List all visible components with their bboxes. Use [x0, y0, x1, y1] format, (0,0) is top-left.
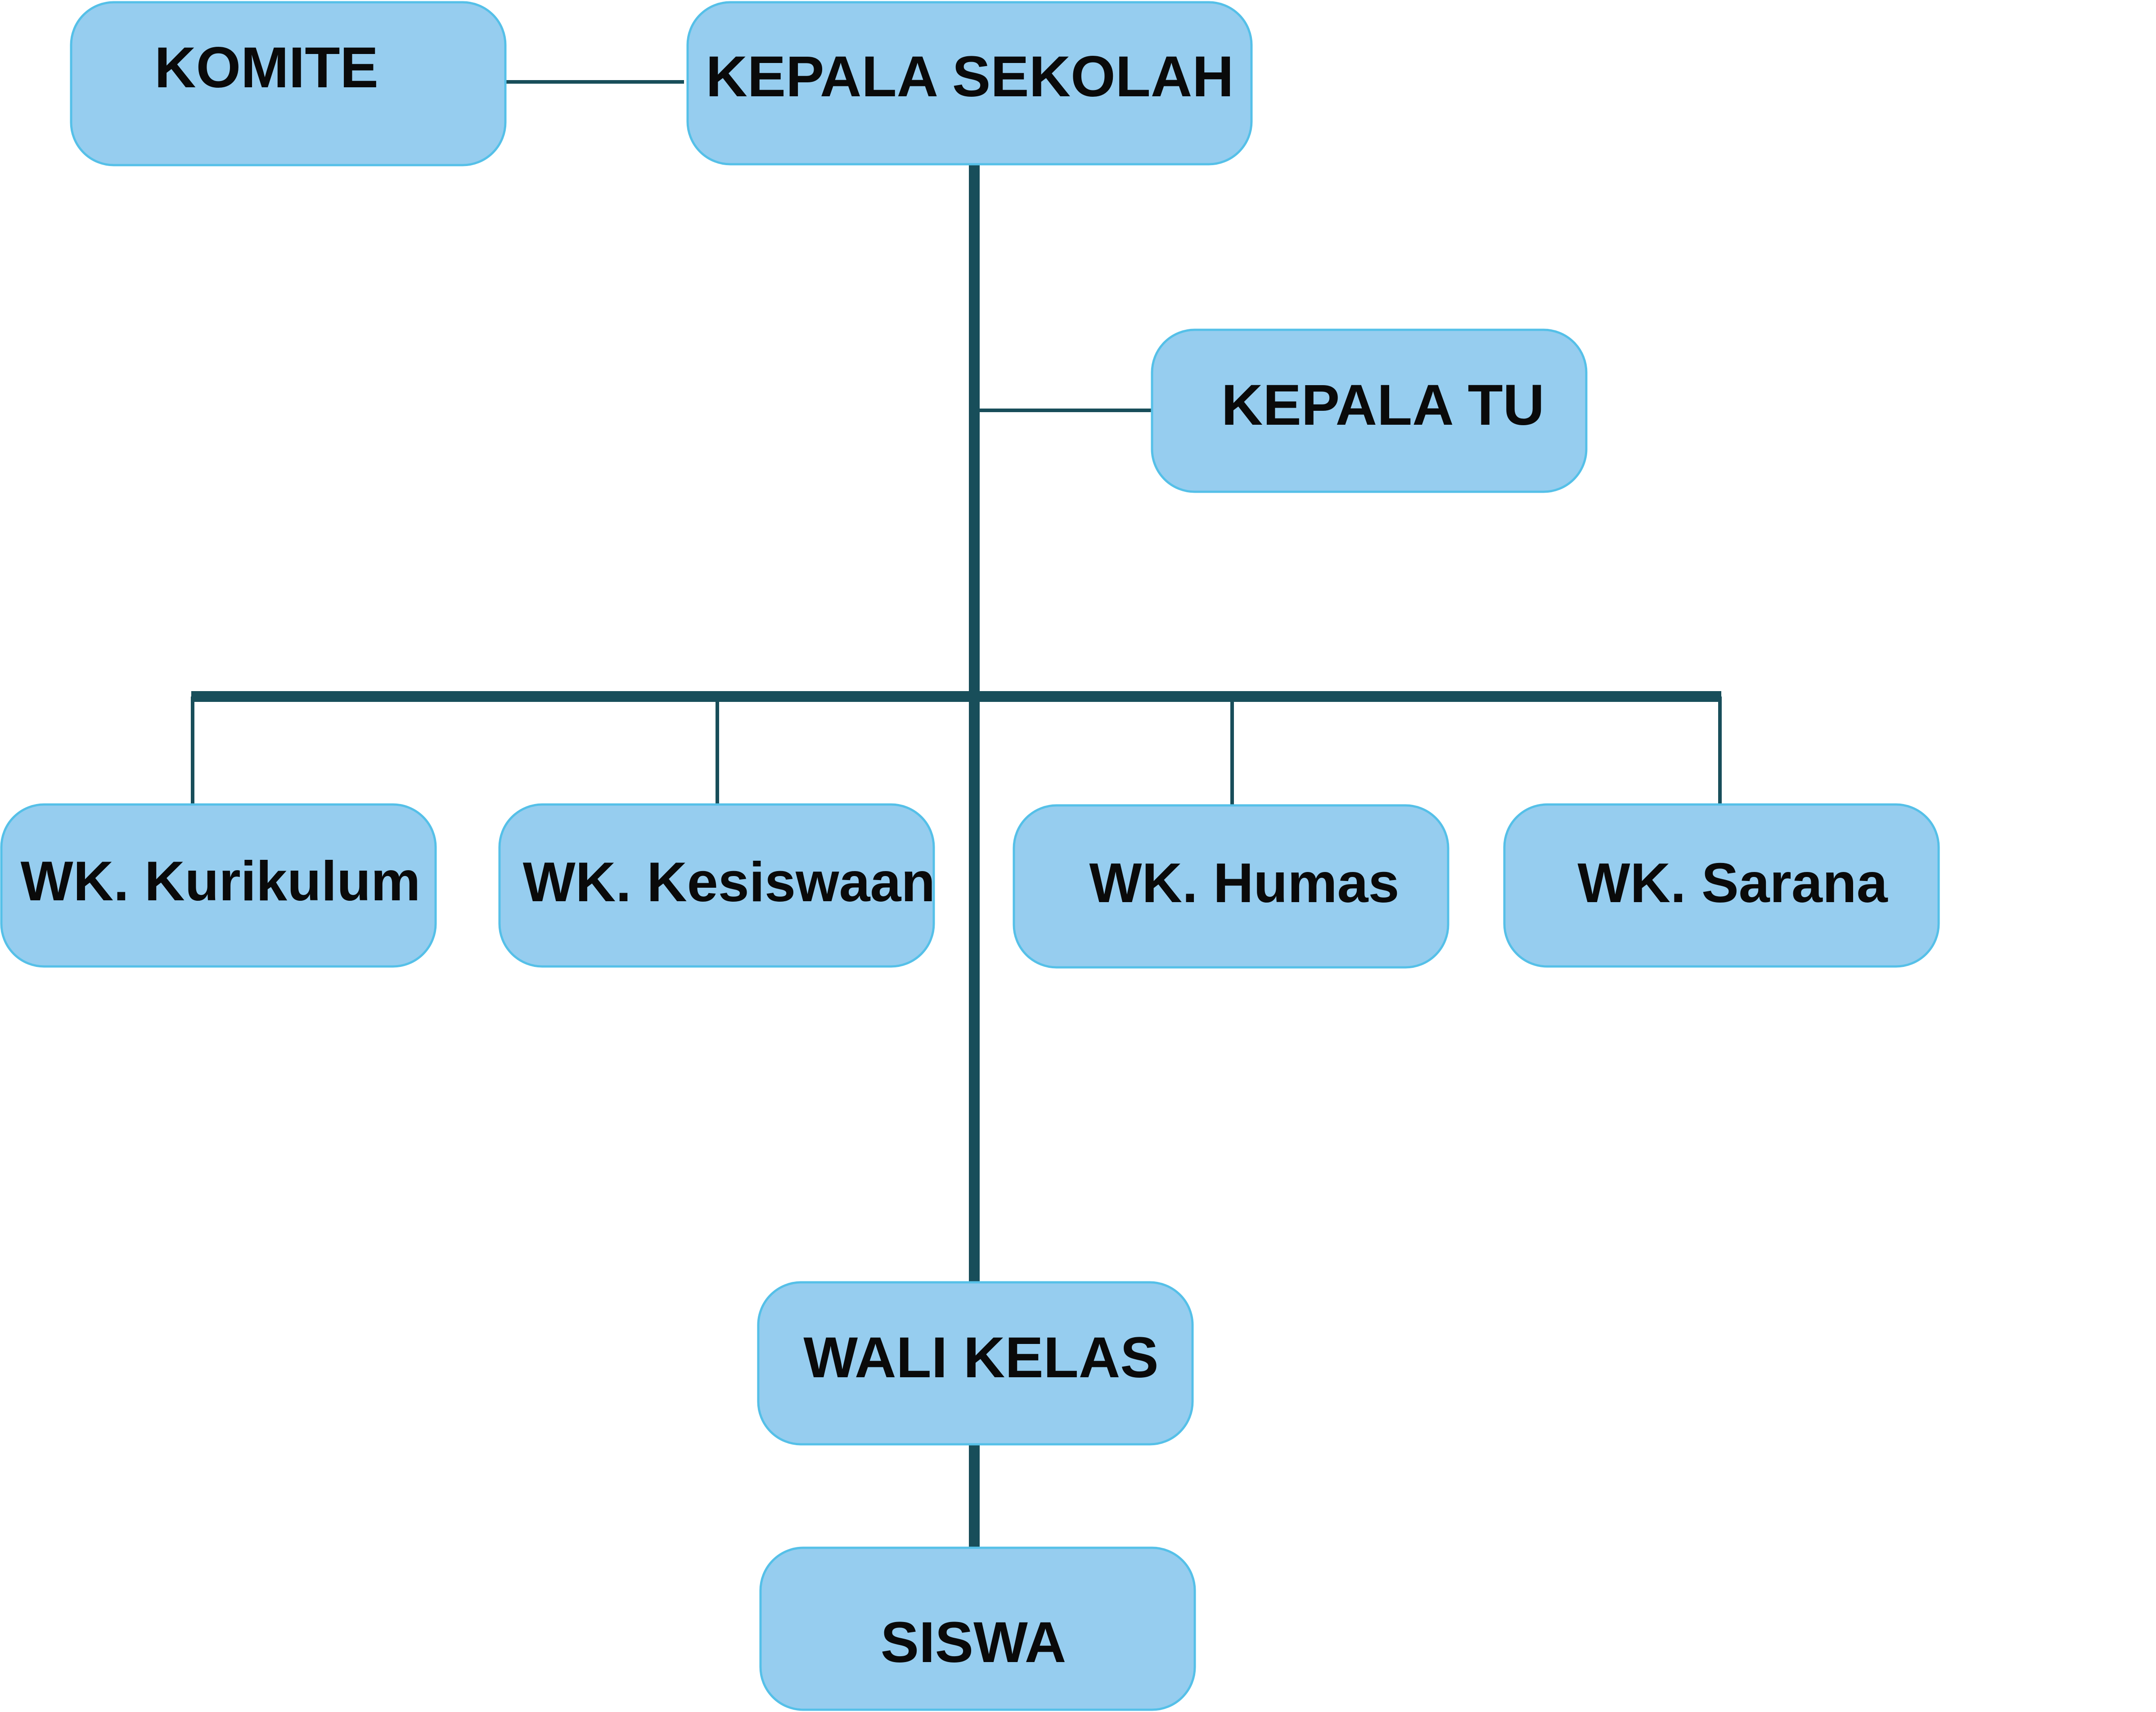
box-wk-kesiswaan: WK. Kesiswaan [498, 803, 936, 968]
box-wk-sarana: WK. Sarana [1503, 803, 1940, 968]
box-kepala-sekolah: KEPALA SEKOLAH [686, 1, 1253, 166]
box-wali-kelas: WALI KELAS [757, 1281, 1194, 1446]
label-wk-humas: WK. Humas [1089, 852, 1400, 914]
box-wk-kurikulum: WK. Kurikulum [0, 803, 437, 968]
box-siswa: SISWA [759, 1546, 1196, 1711]
label-kepala-tu: KEPALA TU [1221, 373, 1544, 437]
label-siswa: SISWA [881, 1610, 1067, 1675]
box-komite: KOMITE [70, 1, 507, 166]
label-wali-kelas: WALI KELAS [803, 1326, 1158, 1390]
connector-lines [191, 80, 1722, 1550]
label-wk-kesiswaan: WK. Kesiswaan [523, 851, 936, 913]
label-kepala-sekolah: KEPALA SEKOLAH [706, 45, 1233, 109]
label-komite: KOMITE [154, 36, 378, 100]
label-wk-sarana: WK. Sarana [1577, 852, 1888, 914]
box-wk-humas: WK. Humas [1013, 804, 1449, 969]
label-wk-kurikulum: WK. Kurikulum [21, 850, 421, 912]
box-kepala-tu: KEPALA TU [1151, 328, 1588, 493]
